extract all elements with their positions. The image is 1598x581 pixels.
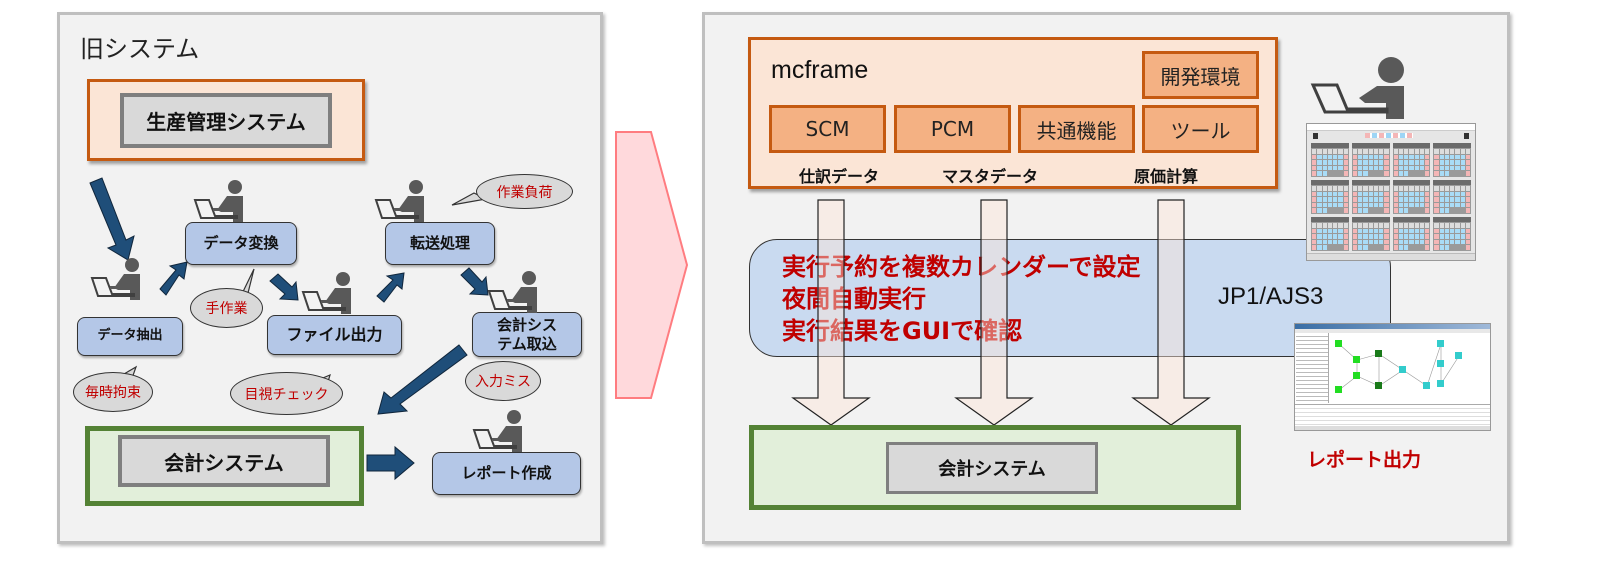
arrow-file-to-transfer [376, 272, 405, 303]
old-system-title: 旧システム [80, 35, 200, 63]
new-accounting-container [749, 425, 1241, 510]
jp1-feature-nightly: 夜間自動実行 [782, 285, 926, 313]
calendar-month [1392, 217, 1431, 251]
jp1-feature-calendar: 実行予約を複数カレンダーで設定 [782, 253, 1141, 281]
calendar-month [1433, 180, 1471, 214]
jobnet-screenshot-thumbnail [1294, 323, 1491, 431]
jp1-ajs3-label: JP1/AJS3 [1218, 283, 1324, 310]
new-accounting-label: 会計システム [938, 459, 1046, 480]
step-data-transform: データ変換 [185, 222, 297, 265]
calendar-month [1311, 143, 1349, 177]
report-output-label: レポート出力 [1307, 449, 1422, 471]
calendar-month [1351, 143, 1390, 177]
new-accounting-box: 会計システム [886, 442, 1098, 494]
production-system-box: 生産管理システム [120, 93, 332, 148]
flow-arrow-cost [1131, 199, 1211, 426]
module-pcm: PCM [894, 105, 1011, 153]
flow-label-cost-calc: 原価計算 [1134, 167, 1199, 186]
step-file-output: ファイル出力 [267, 315, 402, 355]
issue-bubble-manual-work: 手作業 [190, 288, 263, 328]
old-accounting-box: 会計システム [118, 435, 330, 487]
jp1-feature-gui: 実行結果をGUIで確認 [782, 317, 1023, 345]
module-scm: SCM [769, 105, 886, 153]
calendar-month [1351, 217, 1390, 251]
calendar-month [1392, 143, 1431, 177]
arrow-transform-to-file [269, 273, 299, 301]
issue-bubble-workload: 作業負荷 [476, 174, 573, 209]
calendar-grid [1307, 141, 1475, 253]
arrow-import-to-accounting [377, 344, 468, 415]
step-data-extract: データ抽出 [77, 317, 183, 356]
step-accounting-import: 会計シス テム取込 [472, 312, 582, 357]
arrow-accounting-to-report [366, 445, 415, 481]
old-accounting-label: 会計システム [164, 450, 284, 475]
flow-arrow-master [954, 199, 1034, 426]
flow-label-journal-data: 仕訳データ [799, 167, 880, 186]
calendar-month [1433, 217, 1471, 251]
calendar-screenshot-thumbnail [1306, 123, 1476, 261]
operator-icon [1310, 57, 1404, 119]
mcframe-title: mcframe [771, 56, 869, 84]
step-transfer: 転送処理 [385, 222, 495, 265]
issue-bubble-visual-check: 目視チェック [230, 372, 343, 415]
flow-arrow-journal [791, 199, 871, 426]
jp1-features: 実行予約を複数カレンダーで設定 夜間自動実行 実行結果をGUIで確認 [782, 251, 1141, 347]
issue-bubble-input-error: 入力ミス [465, 361, 541, 401]
flow-label-master-data: マスタデータ [942, 167, 1039, 186]
calendar-month [1392, 180, 1431, 214]
issue-bubble-hourly-constraint: 毎時拘束 [73, 372, 153, 412]
module-common-functions: 共通機能 [1018, 105, 1135, 153]
dev-environment-module: 開発環境 [1142, 51, 1259, 99]
arrow-transfer-to-import [460, 267, 489, 296]
calendar-month [1311, 180, 1349, 214]
calendar-month [1311, 217, 1349, 251]
module-tools: ツール [1142, 105, 1259, 153]
step-report-create: レポート作成 [432, 452, 581, 495]
production-system-label: 生産管理システム [146, 110, 306, 134]
arrow-extract-to-transform [159, 261, 188, 296]
transition-arrow [615, 131, 689, 399]
calendar-month [1433, 143, 1471, 177]
jp1-ajs3-band [749, 239, 1391, 357]
arrow-production-to-extract [89, 177, 135, 261]
calendar-month [1351, 180, 1390, 214]
